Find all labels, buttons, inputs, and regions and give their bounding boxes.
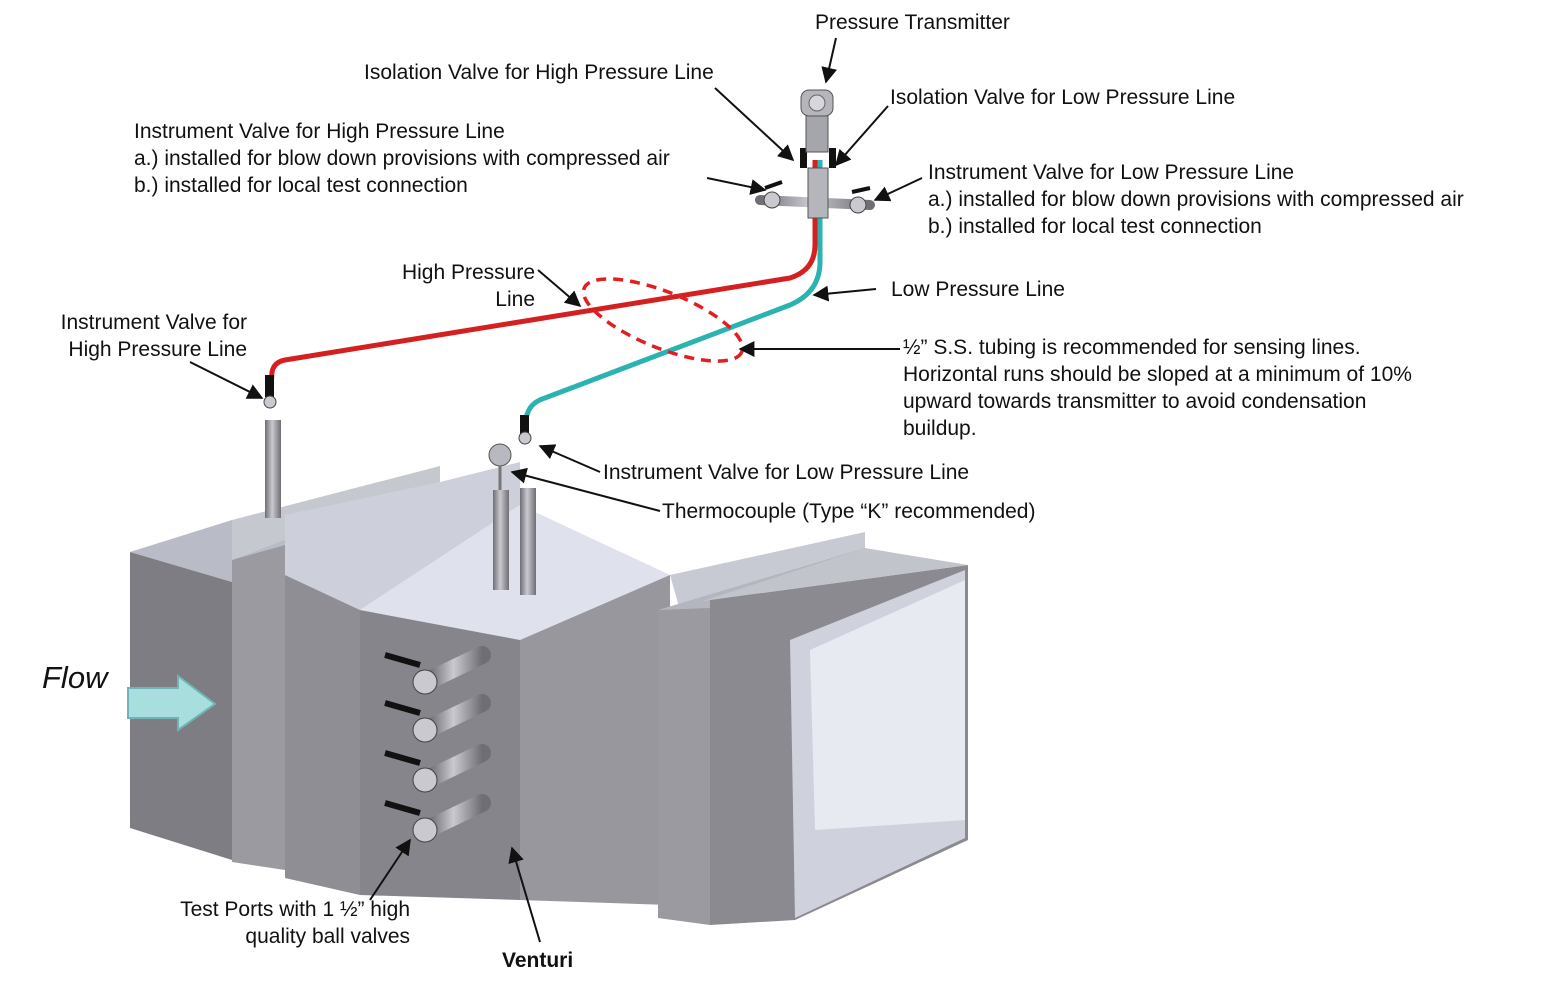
instrument-valve-high-bottom [263,375,277,409]
label-isolation-valve-high: Isolation Valve for High Pressure Line [364,61,714,84]
label-pressure-transmitter: Pressure Transmitter [815,11,1010,34]
low-pressure-line [522,160,823,421]
label-isolation-valve-low: Isolation Valve for Low Pressure Line [890,86,1236,109]
label-line: a.) installed for blow down provisions w… [134,147,670,170]
label-line: Line [495,288,535,311]
label-venturi: Venturi [502,949,574,972]
leader-arrows [189,37,923,943]
label-line: quality ball valves [245,925,410,948]
label-line: Instrument Valve for [60,311,247,334]
label-line: Horizontal runs should be sloped at a mi… [903,363,1412,386]
label-test-ports: Test Ports with 1 ½” high quality ball v… [130,896,410,950]
instrument-valve-low-bottom [518,415,532,445]
high-pressure-line [267,160,818,406]
label-line: a.) installed for blow down provisions w… [928,188,1464,211]
high-pressure-probe [265,420,281,518]
thermocouple-probe [493,490,509,590]
label-line: upward towards transmitter to avoid cond… [903,390,1367,413]
transmitter-manifold [755,148,875,219]
pressure-transmitter [800,89,834,153]
label-low-pressure-line: Low Pressure Line [891,278,1065,301]
label-high-pressure-line: High Pressure Line [370,259,535,313]
label-line: ½” S.S. tubing is recommended for sensin… [903,336,1361,359]
label-line: Test Ports with 1 ½” high [180,898,410,921]
label-line: Instrument Valve for High Pressure Line [134,120,505,143]
label-line: b.) installed for local test connection [134,174,468,197]
label-instrument-valve-high-bottom: Instrument Valve for High Pressure Line [30,309,247,363]
low-pressure-probe [520,488,536,595]
label-instrument-valve-low-bottom: Instrument Valve for Low Pressure Line [603,461,970,484]
label-line: High Pressure [401,261,535,284]
thermocouple-gauge [488,443,512,467]
venturi-duct [130,462,968,925]
label-instrument-valve-low-top: Instrument Valve for Low Pressure Line a… [928,159,1464,240]
test-ports [384,646,491,843]
label-line: High Pressure Line [68,338,247,361]
label-line: b.) installed for local test connection [928,215,1262,238]
label-thermocouple: Thermocouple (Type “K” recommended) [662,500,1036,523]
sensing-line-callout [581,277,745,363]
label-tubing-note: ½” S.S. tubing is recommended for sensin… [903,334,1412,442]
label-line: buildup. [903,417,977,440]
label-flow: Flow [42,660,108,695]
label-instrument-valve-high-top: Instrument Valve for High Pressure Line … [134,118,670,199]
flow-arrow [127,673,217,732]
label-line: Instrument Valve for Low Pressure Line [928,161,1295,184]
